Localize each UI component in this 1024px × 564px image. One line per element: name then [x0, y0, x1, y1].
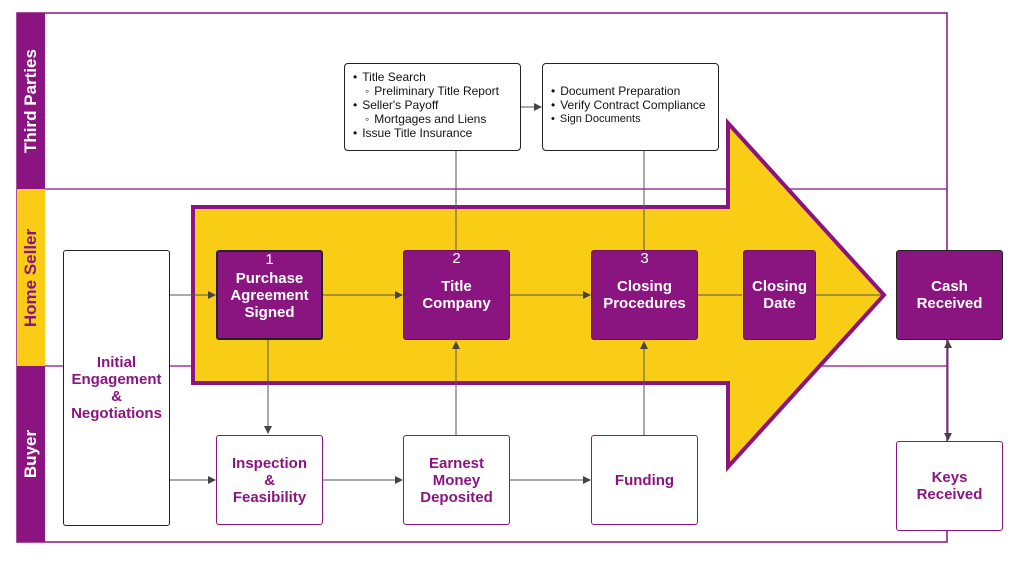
title-company-box: 2 Title Company	[403, 250, 510, 340]
closing-procedures-box: 3 Closing Procedures	[591, 250, 698, 340]
note-item: Seller's Payoff	[353, 98, 512, 112]
title-tasks-note: Title Search Preliminary Title Report Se…	[344, 63, 521, 151]
note-item: Verify Contract Compliance	[551, 98, 710, 112]
note-item: Issue Title Insurance	[353, 126, 512, 140]
step-number: 1	[265, 251, 274, 268]
closing-tasks-note: Document Preparation Verify Contract Com…	[542, 63, 719, 151]
note-item: Document Preparation	[551, 84, 710, 98]
inspection-feasibility-box: Inspection & Feasibility	[216, 435, 323, 525]
closing-date-box: Closing Date	[743, 250, 816, 340]
lane-header-third-parties	[17, 13, 45, 189]
lane-label-home-seller: Home Seller	[21, 228, 41, 327]
note-item: Title Search	[353, 70, 512, 84]
lane-label-third-parties: Third Parties	[21, 49, 41, 153]
step-number: 2	[452, 250, 461, 267]
initial-engagement-box: Initial Engagement & Negotiations	[63, 250, 170, 526]
purchase-agreement-box: 1 Purchase Agreement Signed	[216, 250, 323, 340]
cash-received-box: Cash Received	[896, 250, 1003, 340]
lane-header-home-seller	[17, 189, 45, 366]
note-item: Sign Documents	[551, 112, 710, 126]
lane-label-buyer: Buyer	[21, 429, 40, 479]
keys-received-box: Keys Received	[896, 441, 1003, 531]
earnest-money-box: Earnest Money Deposited	[403, 435, 510, 525]
funding-box: Funding	[591, 435, 698, 525]
note-subitem: Preliminary Title Report	[353, 84, 512, 98]
step-number: 3	[640, 250, 649, 267]
note-subitem: Mortgages and Liens	[353, 112, 512, 126]
lane-header-buyer	[17, 366, 45, 542]
